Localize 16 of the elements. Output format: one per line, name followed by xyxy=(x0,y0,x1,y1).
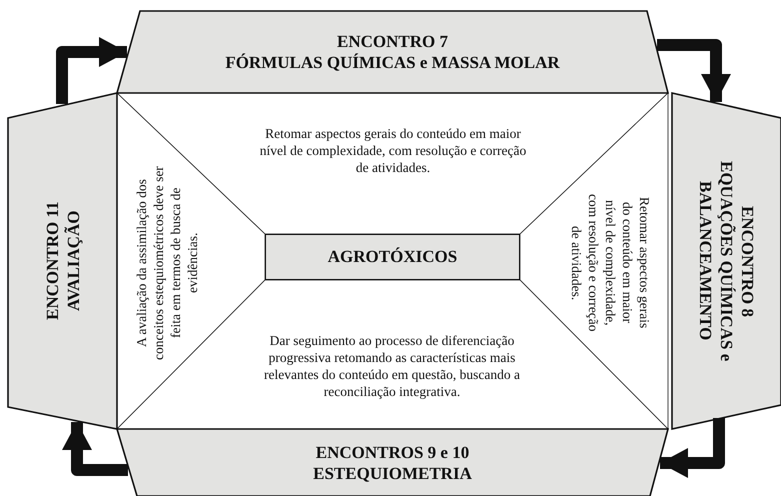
heading-text: EQUAÇÕES QUÍMICAS e BALANCEAMENTO xyxy=(695,160,737,364)
heading-text: ENCONTRO 8 xyxy=(737,206,758,316)
description-text: A avaliação da assimilação dos conceitos estequiométricos deve ser feita em termos de busca de evidências. xyxy=(133,165,201,362)
heading-text: AVALIAÇÃO xyxy=(62,210,84,312)
bent-arrow xyxy=(56,37,127,104)
heading-text: ENCONTRO 11 xyxy=(42,202,62,320)
heading-text: ENCONTRO 7 xyxy=(337,31,448,52)
description-text: Dar seguimento ao processo de diferenciação progressiva retomando as características mais relevantes do conteúdo em questão, buscando a reconciliação integrativa. xyxy=(262,332,522,400)
bent-arrow xyxy=(657,39,731,102)
heading-text: FÓRMULAS QUÍMICAS e MASSA MOLAR xyxy=(225,52,560,73)
heading-text: ESTEQUIOMETRIA xyxy=(313,462,472,484)
description-text: Retomar aspectos gerais do conteúdo em maior nível de complexidade, com resolução e correção de atividades. xyxy=(258,125,528,176)
heading-text: ENCONTROS 9 e 10 xyxy=(316,442,470,462)
theme-box: AGROTÓXICOS xyxy=(265,234,520,280)
description-text: Retomar aspectos gerais do conteúdo em maior nível de complexidade, com resolução e correção de atividades. xyxy=(568,193,653,334)
bent-arrow xyxy=(62,422,128,476)
